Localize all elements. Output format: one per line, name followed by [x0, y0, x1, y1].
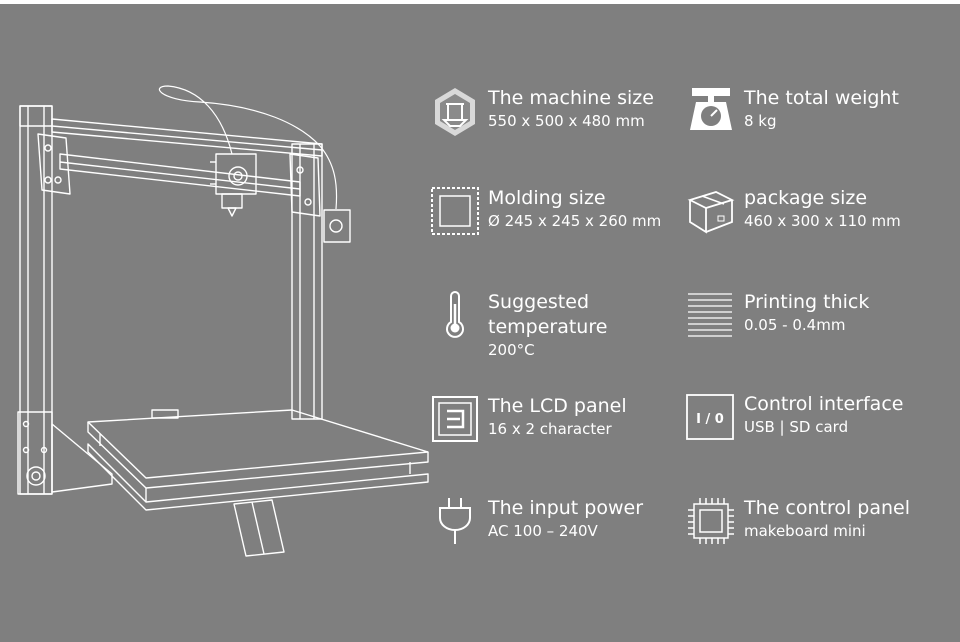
lcd-panel-icon	[432, 396, 478, 442]
spec-value: 200°C	[488, 341, 535, 359]
io-switch-icon: I / 0	[686, 394, 734, 440]
chip-board-icon	[688, 498, 734, 544]
power-plug-icon	[439, 498, 471, 544]
spec-value: 460 x 300 x 110 mm	[744, 212, 901, 230]
spec-title: The control panel	[744, 497, 910, 519]
spec-value: 0.05 - 0.4mm	[744, 316, 846, 334]
package-box-icon	[687, 191, 735, 234]
spec-value: 550 x 500 x 480 mm	[488, 112, 645, 130]
spec-value: 8 kg	[744, 112, 777, 130]
spec-title: package size	[744, 187, 868, 209]
spec-value: USB | SD card	[744, 418, 849, 436]
spec-value: 16 x 2 character	[488, 420, 612, 438]
spec-title: Molding size	[488, 187, 606, 209]
spec-title: Control interface	[744, 393, 904, 415]
spec-value: makeboard mini	[744, 522, 866, 540]
spec-title: Printing thick	[744, 291, 870, 313]
spec-title: The input power	[488, 497, 644, 519]
spec-title: The machine size	[488, 87, 654, 109]
spec-value: Ø 245 x 245 x 260 mm	[488, 212, 662, 230]
spec-title-line2: temperature	[488, 316, 608, 338]
molding-grid-icon	[431, 187, 479, 235]
spec-title: Suggested	[488, 291, 590, 313]
spec-title: The LCD panel	[488, 395, 627, 417]
machine-cube-icon	[435, 88, 475, 136]
spec-value: AC 100 – 240V	[488, 522, 598, 540]
weight-scale-icon	[690, 88, 732, 130]
spec-panel: The machine size 550 x 500 x 480 mm The …	[0, 4, 960, 642]
thermometer-icon	[446, 291, 464, 338]
io-label: I / 0	[696, 412, 724, 427]
layers-lines-icon	[688, 293, 732, 337]
3d-printer-frame-illustration	[17, 85, 429, 557]
spec-title: The total weight	[744, 87, 899, 109]
